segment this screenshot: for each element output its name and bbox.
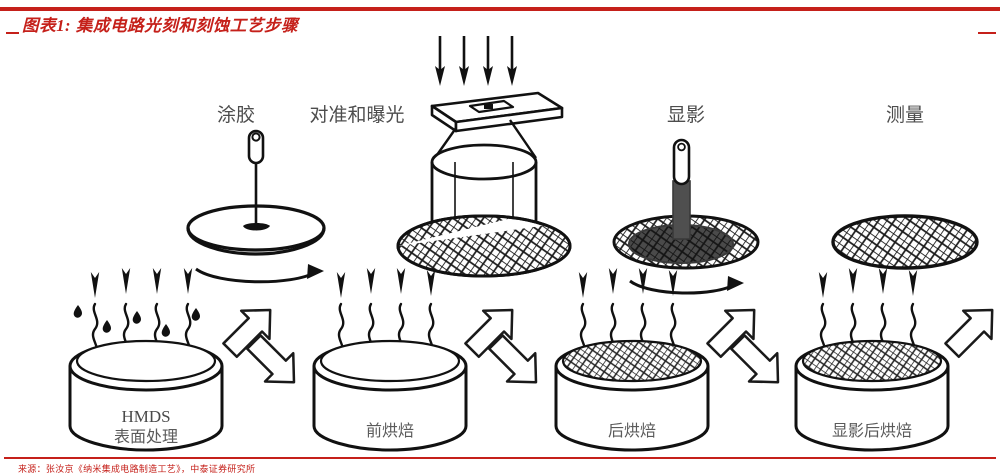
header-dash-right xyxy=(978,32,996,34)
heat-arrows-soft-bake xyxy=(336,268,436,298)
developer-nozzle-icon xyxy=(672,138,691,240)
spin-coater-icon xyxy=(186,129,326,256)
arrow-pdb-up xyxy=(936,294,1000,366)
stage-label-coat: 涂胶 xyxy=(217,104,255,126)
source-caption: 来源：张汝京《纳米集成电路制造工艺》，中泰证券研究所 xyxy=(18,464,256,474)
station-label-pdb-cn: 显影后烘焙 xyxy=(832,422,912,440)
process-flow-diagram: 涂胶 对准和曝光 显影 测量 xyxy=(68,36,1000,452)
station-post-exposure-bake: 后烘焙 xyxy=(554,268,710,452)
station-label-hmds-en: HMDS xyxy=(121,407,170,426)
header-rule xyxy=(0,7,1000,11)
stage-label-develop: 显影 xyxy=(667,104,705,126)
wafer-measure xyxy=(831,214,979,270)
stage-label-measure: 测量 xyxy=(886,104,924,126)
heat-arrows-pdb xyxy=(818,268,918,298)
wafer-develop xyxy=(612,214,760,270)
station-soft-bake: 前烘焙 xyxy=(312,268,468,452)
wafer-exposure xyxy=(396,214,572,278)
stage-label-align-expose: 对准和曝光 xyxy=(309,104,404,126)
heat-arrows-hmds xyxy=(90,268,193,298)
heat-arrows-peb xyxy=(578,268,678,298)
hotplate-icon-pdb xyxy=(794,339,950,452)
hotplate-icon-peb xyxy=(554,339,710,452)
figure-canvas: 涂胶 对准和曝光 显影 测量 xyxy=(0,36,1000,456)
station-label-hmds-cn: 表面处理 xyxy=(114,428,178,446)
photomask-reticle-icon xyxy=(430,91,564,133)
light-arrows-exposure xyxy=(435,36,517,86)
footer-rule xyxy=(4,457,996,459)
hotplate-icon-soft-bake xyxy=(312,339,468,452)
rotation-arrow-coat xyxy=(195,264,324,284)
station-hmds: HMDS 表面处理 xyxy=(68,268,224,452)
station-label-soft-bake-cn: 前烘焙 xyxy=(366,422,414,440)
rotation-arrow-develop xyxy=(629,276,744,295)
page-title: 图表1: 集成电路光刻和刻蚀工艺步骤 xyxy=(22,16,299,35)
station-label-peb-cn: 后烘焙 xyxy=(608,422,656,440)
hotplate-icon-hmds xyxy=(68,339,224,452)
station-post-develop-bake: 显影后烘焙 xyxy=(794,268,950,452)
header-dash-left xyxy=(6,32,19,34)
